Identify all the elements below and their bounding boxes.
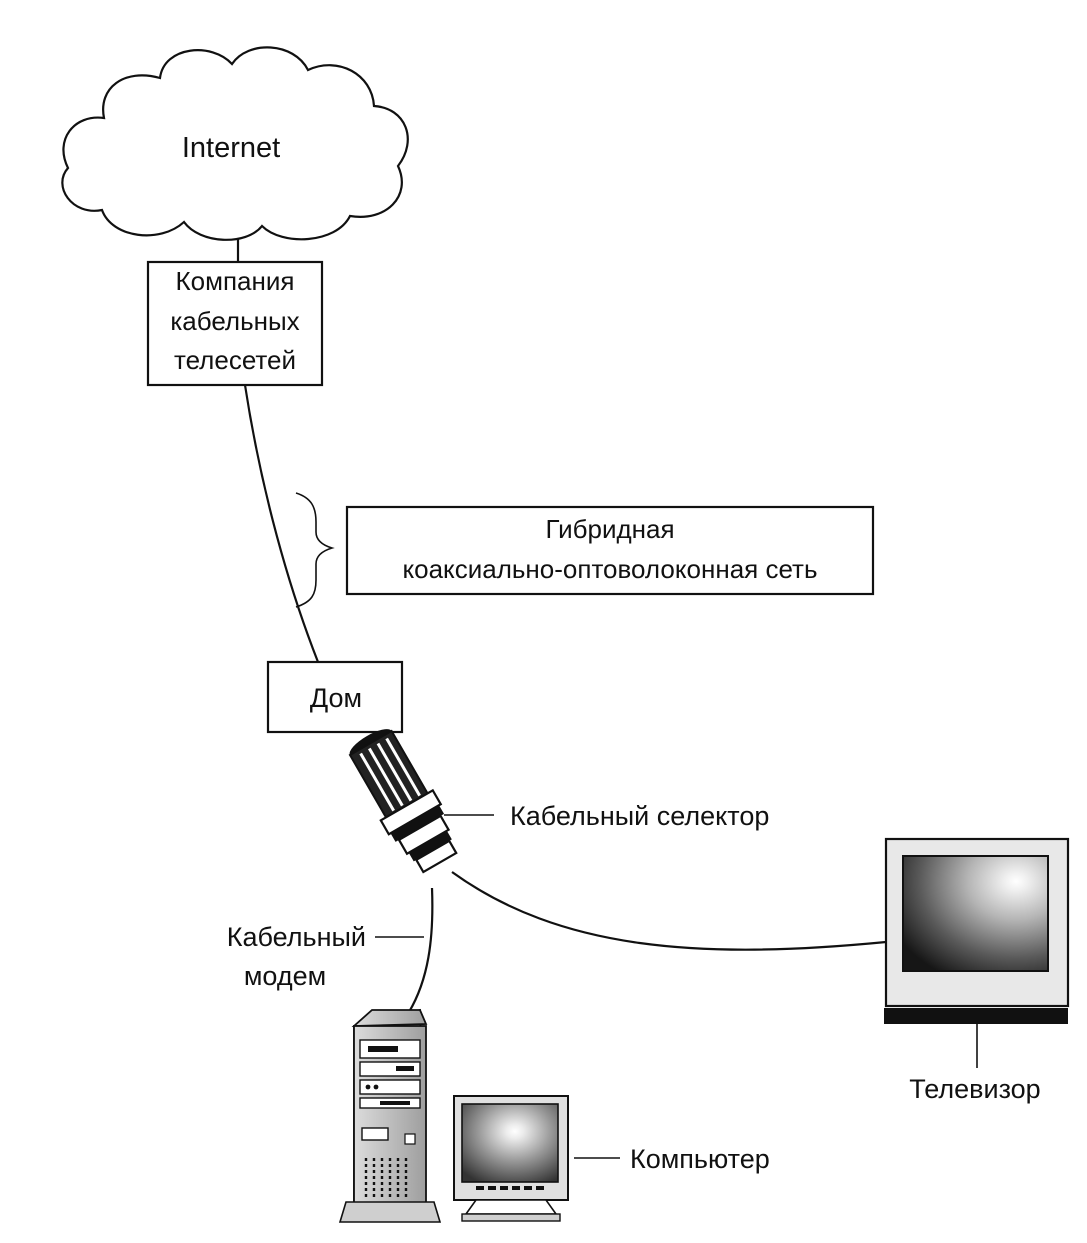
cable-company-label-line-1: Компания xyxy=(176,266,295,296)
hfc-network-label-line-1: Гибридная xyxy=(545,514,674,544)
cable-company-label-line-2: кабельных xyxy=(170,306,299,336)
modem-cable xyxy=(408,887,434,1013)
splitter-label: Кабельный селектор xyxy=(510,801,769,831)
internet-label: Internet xyxy=(182,132,280,164)
cable-company-box xyxy=(146,260,324,387)
tv-cable xyxy=(451,871,887,951)
hfc-network-box xyxy=(345,505,875,596)
tv-icon xyxy=(884,837,1070,1024)
desktop-tower-icon xyxy=(338,1008,442,1223)
home-label: Дом xyxy=(310,683,362,713)
hfc-network-label-line-2: коаксиально-оптоволоконная сеть xyxy=(402,554,817,584)
cloud-icon xyxy=(61,46,409,241)
computer-label: Компьютер xyxy=(630,1144,770,1174)
hfc-cable xyxy=(243,384,320,663)
coax-splitter-icon xyxy=(348,729,458,874)
home-box xyxy=(266,660,404,734)
modem-label-line-2: модем xyxy=(244,961,326,991)
cable-company-label-line-3: телесетей xyxy=(174,345,296,375)
modem-label-line-1: Кабельный xyxy=(227,922,366,952)
crt-monitor-icon xyxy=(453,1095,569,1222)
hfc-brace xyxy=(295,492,335,608)
tv-label: Телевизор xyxy=(909,1074,1040,1104)
